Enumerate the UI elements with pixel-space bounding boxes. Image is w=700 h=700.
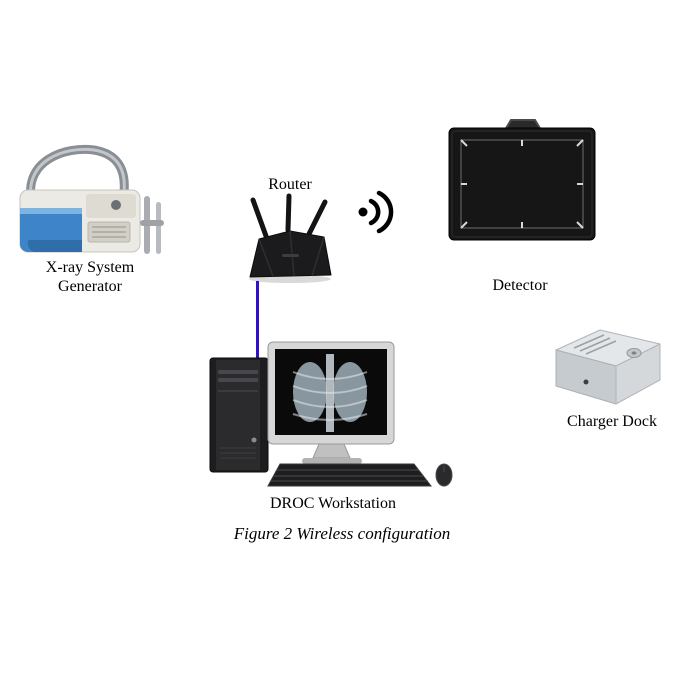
xray-generator-label-line1: X-ray System bbox=[45, 259, 135, 276]
xray-generator-label: X-ray System Generator bbox=[15, 258, 165, 296]
charger-dock-drawing bbox=[555, 329, 661, 405]
figure-caption: Figure 2 Wireless configuration bbox=[233, 524, 451, 543]
workstation-image bbox=[198, 340, 458, 492]
router-label: Router bbox=[268, 176, 312, 193]
detector-drawing bbox=[448, 119, 596, 241]
router-drawing bbox=[249, 193, 332, 283]
xray-generator-drawing bbox=[19, 144, 164, 254]
wifi-signal-icon bbox=[356, 190, 404, 234]
charger-dock-label: Charger Dock bbox=[567, 413, 657, 430]
workstation-drawing bbox=[209, 341, 453, 487]
connection-line bbox=[256, 281, 259, 372]
router-image bbox=[242, 192, 337, 284]
detector-image bbox=[447, 116, 597, 242]
xray-generator-image bbox=[14, 142, 166, 262]
workstation-label: DROC Workstation bbox=[270, 495, 396, 512]
charger-dock-image bbox=[548, 318, 668, 410]
wifi-signal-drawing bbox=[358, 190, 394, 234]
detector-label: Detector bbox=[492, 277, 548, 294]
xray-generator-label-line2: Generator bbox=[58, 278, 122, 295]
